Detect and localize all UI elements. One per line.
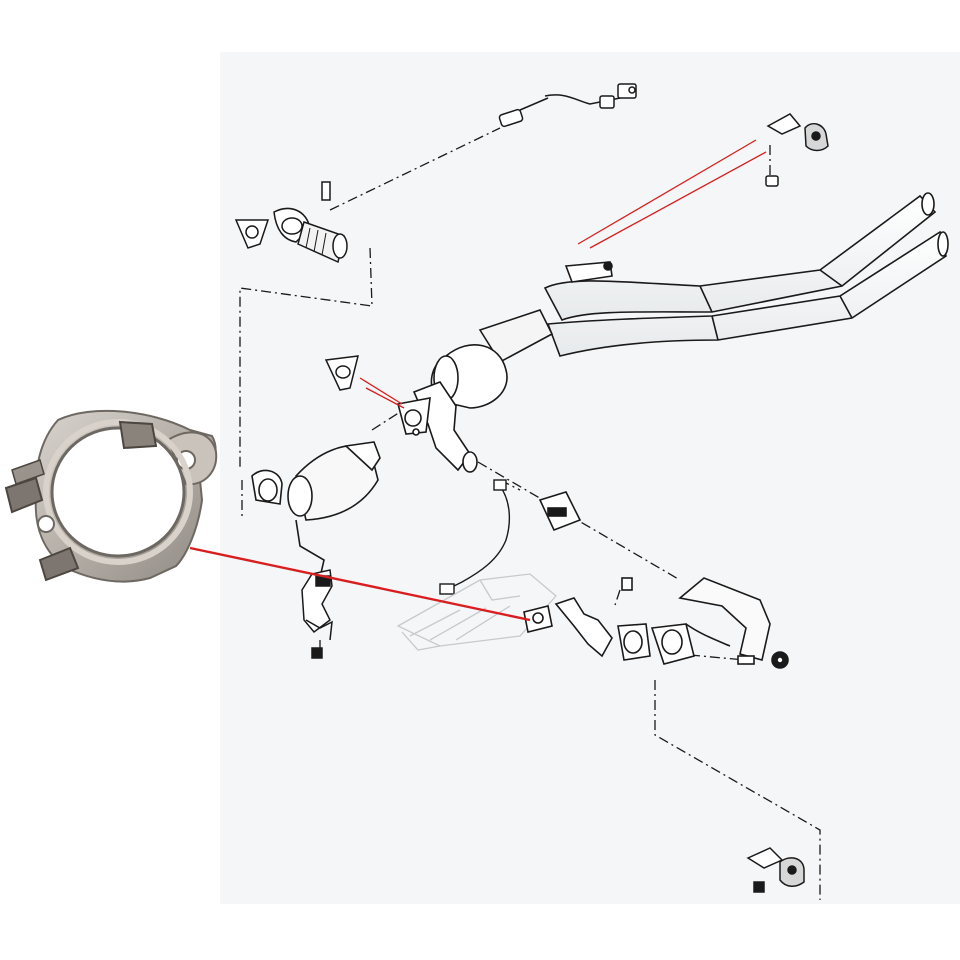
nut-icon [753, 881, 765, 893]
rubber-hanger-icon [765, 113, 829, 187]
oxygen-sensor-icon [439, 479, 511, 595]
highlight-pointer-lines [189, 139, 767, 622]
front-downpipe-group [234, 181, 348, 264]
gasket-photo [4, 409, 218, 583]
assembly-dash-lines [239, 127, 821, 900]
oxygen-sensor-icon [498, 83, 637, 128]
left-hanger-bracket [301, 569, 333, 659]
rubber-hanger-icon [746, 847, 805, 893]
main-exhaust-pipes [543, 192, 949, 357]
catalytic-converter-icon [251, 441, 381, 593]
clamp-icon [538, 491, 582, 532]
rear-downpipe-group [523, 577, 789, 669]
catalytic-converter-icon [397, 309, 554, 473]
engine-block-ghost [396, 573, 557, 651]
triangle-gasket [324, 355, 359, 391]
